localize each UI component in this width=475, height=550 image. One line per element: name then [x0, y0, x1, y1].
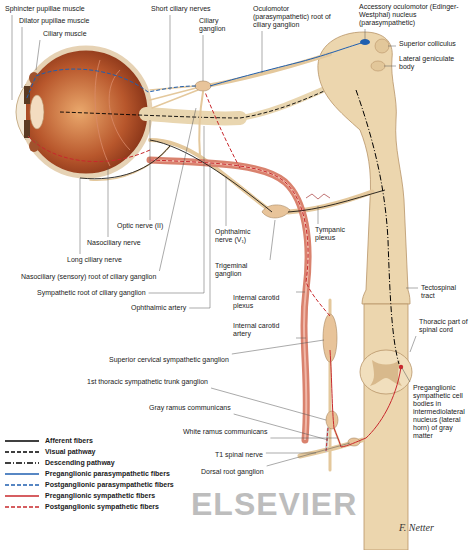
- legend-line-sample: [4, 481, 40, 489]
- leader-line: [266, 453, 316, 454]
- part-label: Thoracic part of spinal cord: [418, 318, 474, 334]
- leader-line: [232, 340, 324, 354]
- leader-line: [203, 35, 204, 81]
- nerves: [90, 54, 372, 470]
- leader-line: [226, 176, 227, 226]
- leader-line: [406, 288, 418, 289]
- leader-line: [318, 206, 319, 224]
- leader-line: [365, 29, 366, 40]
- leader-line: [108, 168, 109, 237]
- leader-line: [234, 414, 328, 440]
- part-label: Optic nerve (II): [116, 222, 164, 230]
- leader-line: [384, 66, 396, 67]
- legend-text: Descending pathway: [45, 459, 115, 467]
- legend-item: Descending pathway: [4, 458, 115, 468]
- legend-text: Postganglionic sympathetic fibers: [45, 503, 159, 511]
- leader-line: [388, 46, 396, 47]
- watermark: ELSEVIER: [190, 486, 358, 522]
- leader-line: [22, 27, 23, 88]
- part-label: Ciliary muscle: [42, 30, 88, 38]
- legend-text: Visual pathway: [45, 448, 95, 456]
- leader-line: [150, 120, 151, 220]
- part-label: Sphincter pupillae muscle: [4, 5, 86, 13]
- part-label: Gray ramus communicans: [148, 404, 232, 412]
- legend-text: Preganglionic sympathetic fibers: [45, 492, 155, 500]
- part-label: Lateral geniculate body: [398, 55, 460, 71]
- leader-line: [189, 163, 210, 308]
- part-label: White ramus communicans: [182, 428, 268, 436]
- legend-item: Preganglionic sympathetic fibers: [4, 491, 155, 501]
- leader-line: [270, 220, 275, 260]
- leader-line: [170, 15, 171, 90]
- legend-text: Postganglionic parasympathetic fibers: [45, 481, 174, 489]
- part-label: Trigeminal ganglion: [214, 262, 268, 278]
- part-label: T1 spinal nerve: [214, 451, 264, 459]
- part-label: Nasociliary (sensory) root of ciliary ga…: [20, 273, 157, 281]
- legend-text: Afferent fibers: [45, 437, 93, 445]
- part-label: Superior cervical sympathetic ganglion: [108, 356, 230, 364]
- part-label: 1st thoracic sympathetic trunk ganglion: [86, 378, 209, 386]
- part-label: Ophthalmic nerve (V₁): [214, 228, 268, 244]
- legend-item: Preganglionic parasympathetic fibers: [4, 469, 170, 479]
- brain-and-spinal-cord: [318, 32, 412, 550]
- leader-line: [80, 178, 81, 254]
- leader-line: [262, 31, 263, 73]
- part-label: Tympanic plexus: [314, 226, 360, 242]
- leader-line: [12, 15, 13, 100]
- legend-item: Postganglionic parasympathetic fibers: [4, 480, 174, 490]
- leader-line: [296, 292, 305, 293]
- part-label: Dilator pupillae muscle: [18, 17, 90, 25]
- part-label: Ciliary ganglion: [198, 17, 242, 33]
- legend-item: Visual pathway: [4, 447, 95, 457]
- part-label: Dorsal root ganglion: [200, 468, 265, 476]
- part-label: Ophthalmic artery: [130, 304, 187, 312]
- leader-line: [36, 40, 40, 70]
- part-label: Preganglionic sympathetic cell bodies in…: [412, 384, 474, 440]
- part-label: Oculomotor (parasympathetic) root of cil…: [252, 5, 338, 29]
- leader-line: [270, 438, 338, 439]
- part-label: Tectospinal tract: [420, 284, 472, 300]
- legend-line-sample: [4, 492, 40, 500]
- part-label: Long ciliary nerve: [66, 256, 123, 264]
- legend-line-sample: [4, 448, 40, 456]
- leader-line: [149, 126, 204, 293]
- ganglia: [195, 81, 360, 446]
- legend-line-sample: [4, 459, 40, 467]
- legend-text: Preganglionic parasympathetic fibers: [45, 470, 170, 478]
- legend-line-sample: [4, 437, 40, 445]
- part-label: Superior colliculus: [398, 40, 457, 48]
- part-label: Short ciliary nerves: [150, 5, 212, 13]
- leader-line: [402, 368, 410, 382]
- artist-signature: F. Netter: [398, 522, 435, 534]
- leader-line: [267, 443, 350, 466]
- eyeball: [16, 48, 150, 176]
- legend-line-sample: [4, 503, 40, 511]
- fiber-pathways: [26, 42, 401, 451]
- legend-item: Afferent fibers: [4, 436, 93, 446]
- legend-line-sample: [4, 470, 40, 478]
- leader-line: [159, 108, 196, 271]
- leader-line: [296, 338, 306, 339]
- part-label: Nasociliary nerve: [86, 239, 142, 247]
- part-label: Internal carotid artery: [232, 322, 294, 338]
- part-label: Accessory oculomotor (Edinger-Westphal) …: [358, 3, 470, 27]
- internal-carotid-artery: [150, 160, 330, 440]
- part-label: Internal carotid plexus: [232, 294, 294, 310]
- leader-line: [410, 336, 416, 352]
- legend-item: Postganglionic sympathetic fibers: [4, 502, 159, 512]
- part-label: Sympathetic root of ciliary ganglion: [36, 289, 147, 297]
